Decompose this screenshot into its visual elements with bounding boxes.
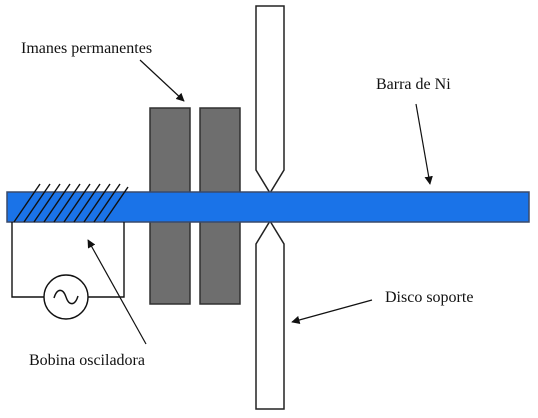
sine-wave-source-icon	[43, 274, 89, 320]
coil-winding	[13, 183, 129, 223]
rod-leader-arrow	[415, 103, 433, 185]
support-disk-label: Disco soporte	[385, 289, 473, 306]
circuit-wire-right	[88, 222, 125, 298]
upper-support-disk	[255, 5, 285, 195]
rod-label: Barra de Ni	[376, 76, 451, 93]
ni-rod	[6, 191, 530, 223]
coil-label: Bobina osciladora	[29, 352, 145, 369]
support-disk-leader-arrow	[291, 299, 373, 325]
circuit-wire-left	[11, 222, 44, 298]
coil-leader-arrow	[87, 239, 147, 345]
magnets-leader-arrow	[139, 59, 185, 102]
lower-support-disk	[255, 219, 285, 410]
magnets-label: Imanes permanentes	[21, 40, 152, 57]
